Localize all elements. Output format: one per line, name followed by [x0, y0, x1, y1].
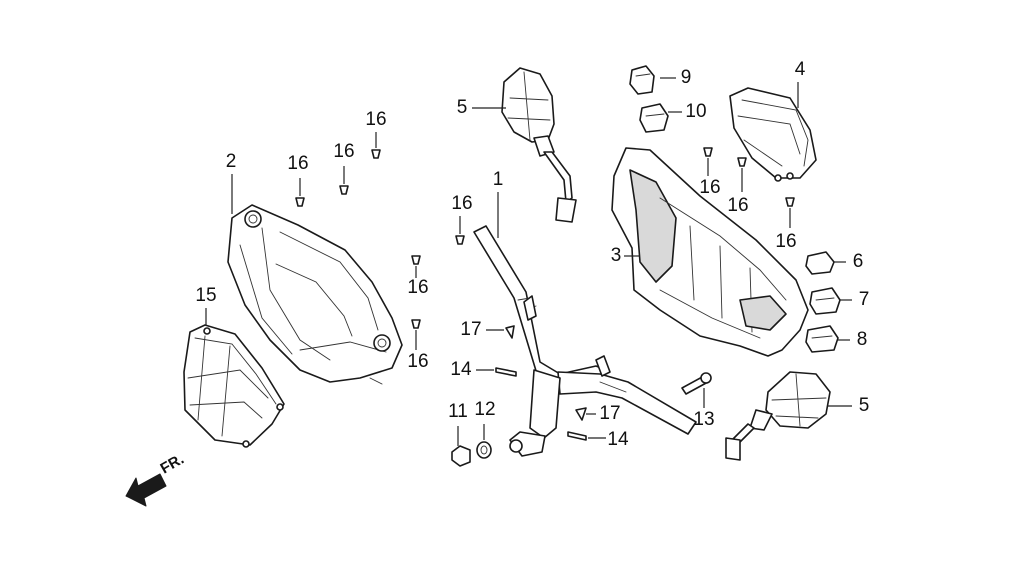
leader-lines — [205, 77, 852, 446]
part-17-screw-lower — [575, 407, 587, 421]
part-14-bolt-lower — [567, 431, 587, 441]
front-arrow-icon — [125, 473, 167, 507]
part-6-switch — [805, 251, 835, 275]
callout-1: 1 — [493, 169, 504, 190]
part-13-bolt — [681, 372, 712, 395]
callout-16: 16 — [727, 195, 748, 216]
part-16-screw — [339, 185, 349, 195]
part-16-screw — [295, 197, 305, 207]
part-16-screw — [411, 255, 421, 265]
callout-16: 16 — [407, 351, 428, 372]
callout-3: 3 — [611, 245, 622, 266]
callout-16: 16 — [407, 277, 428, 298]
callout-14-lower: 14 — [607, 429, 629, 450]
callout-5-upper: 5 — [457, 97, 468, 118]
part-11-nut — [451, 445, 471, 467]
part-4-meter-assembly — [729, 87, 817, 182]
callout-16: 16 — [333, 141, 354, 162]
part-17-screw-upper — [505, 325, 515, 339]
callout-labels: 2 15 1 5 4 3 9 10 6 7 8 5 11 12 13 14 14… — [195, 59, 869, 450]
callout-16: 16 — [775, 231, 796, 252]
callout-12: 12 — [474, 399, 495, 420]
part-1-handlebar — [473, 225, 697, 457]
part-5-right-mirror — [725, 371, 831, 461]
part-12-collar — [476, 441, 492, 459]
part-10-switch — [639, 103, 669, 133]
callout-16: 16 — [451, 193, 472, 214]
part-7-switch — [809, 287, 841, 315]
part-16-screw — [785, 197, 795, 207]
callout-7: 7 — [859, 289, 870, 310]
callout-15: 15 — [195, 285, 216, 306]
part-16-screw — [455, 235, 465, 245]
part-9-switch — [629, 65, 655, 95]
callout-6: 6 — [853, 251, 864, 272]
callout-16: 16 — [365, 109, 386, 130]
callout-9: 9 — [681, 67, 692, 88]
callout-17-upper: 17 — [460, 319, 481, 340]
part-16-screw — [411, 319, 421, 329]
callout-16: 16 — [699, 177, 720, 198]
part-5-left-mirror — [501, 67, 577, 223]
part-16-screw — [737, 157, 747, 167]
part-16-screw — [371, 149, 381, 159]
callout-4: 4 — [795, 59, 806, 80]
callout-2: 2 — [226, 151, 237, 172]
callout-16: 16 — [287, 153, 308, 174]
front-direction-indicator: FR. — [125, 451, 187, 507]
part-14-bolt-upper — [495, 367, 517, 377]
part-3-rear-handle-cover — [611, 147, 809, 357]
callout-14-upper: 14 — [450, 359, 472, 380]
callout-13: 13 — [693, 409, 714, 430]
part-16-screw — [703, 147, 713, 157]
callout-8: 8 — [857, 329, 868, 350]
callout-17-lower: 17 — [599, 403, 620, 424]
callout-5-lower: 5 — [859, 395, 870, 416]
part-15-headlight-lens — [183, 324, 285, 448]
callout-11: 11 — [448, 401, 468, 422]
callout-10: 10 — [685, 101, 706, 122]
front-label: FR. — [158, 451, 187, 478]
part-8-switch — [805, 325, 839, 353]
part-2-front-handle-cover — [227, 204, 403, 385]
